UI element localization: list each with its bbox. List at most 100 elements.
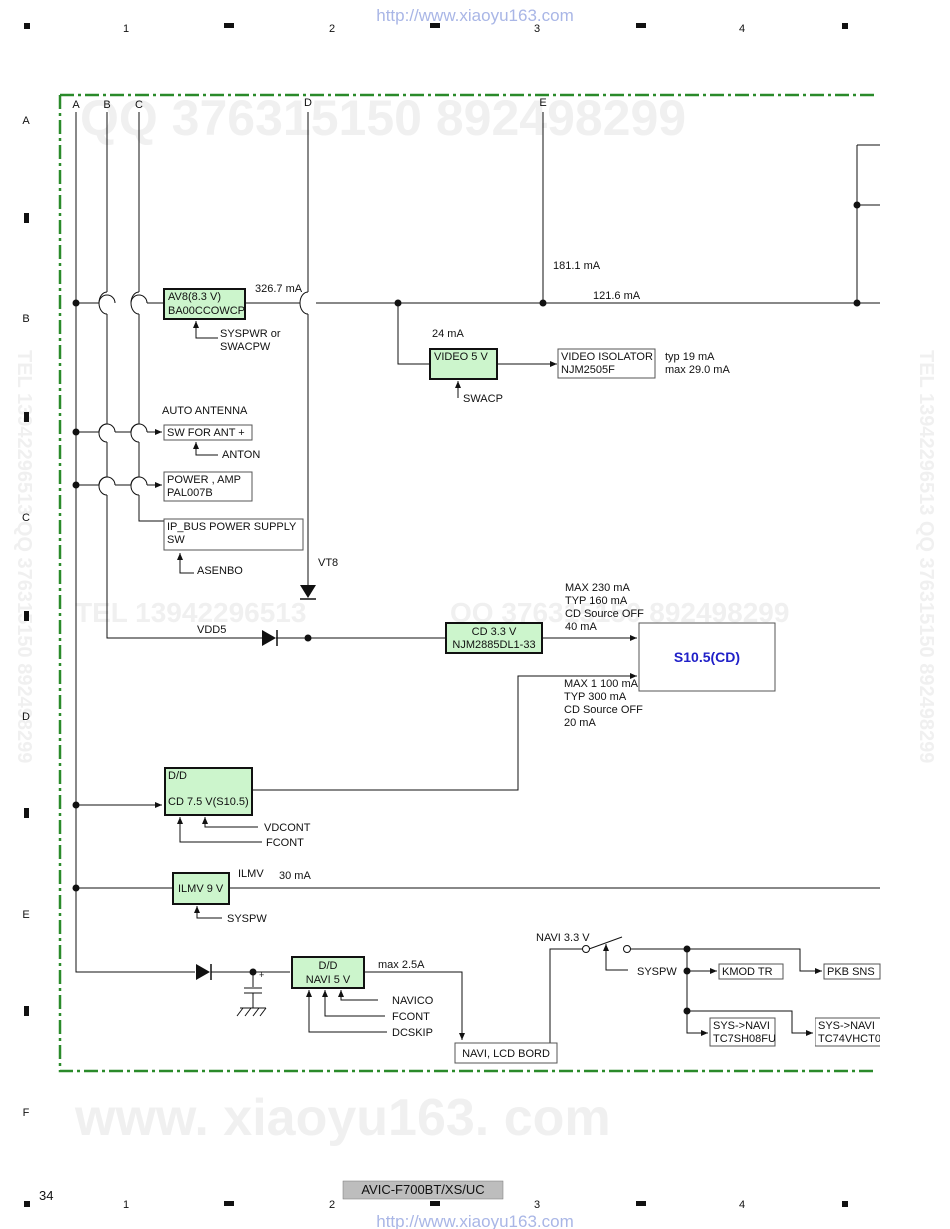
label-syspw-1: SYSPW — [227, 913, 267, 925]
col-label-bottom-2: 2 — [329, 1199, 335, 1211]
watermark-tel: TEL 13942296513 — [75, 597, 306, 628]
block-video-isolator: VIDEO ISOLATOR NJM2505F — [557, 348, 656, 379]
bus-label-b: B — [103, 99, 110, 111]
label-ilmv: ILMV — [238, 868, 264, 880]
label-cd-40: 40 mA — [565, 621, 597, 633]
watermark-qq: QQ 376315150 892498299 — [80, 90, 686, 146]
label-syspwr-2: SWACPW — [220, 341, 271, 353]
label-i-av8: 326.7 mA — [255, 283, 303, 295]
col-label-bottom-3: 3 — [534, 1199, 540, 1211]
block-pkb: PKB SNS — [823, 963, 881, 980]
block-kmod-line1: KMOD TR — [722, 966, 773, 978]
block-pkb-line1: PKB SNS — [827, 966, 875, 978]
block-ipbus-line1: IP_BUS POWER SUPPLY — [167, 521, 297, 533]
wires — [75, 112, 880, 1043]
model-badge — [342, 1180, 504, 1200]
block-s105: S10.5(CD) — [638, 622, 776, 692]
switch-contact-right — [623, 945, 631, 953]
block-ipbus-line2: SW — [167, 534, 185, 546]
border-marks — [24, 23, 848, 1207]
block-navi5: D/D NAVI 5 V — [291, 956, 365, 989]
label-typ19: typ 19 mA — [665, 351, 715, 363]
label-i-ilmv: 30 mA — [279, 870, 311, 882]
label-syspw-2: SYSPW — [637, 966, 677, 978]
block-video5-line1: VIDEO 5 V — [434, 351, 488, 363]
row-label-c: C — [22, 512, 30, 524]
label-auto-antenna: AUTO ANTENNA — [162, 405, 248, 417]
label-fcont-2: FCONT — [392, 1011, 430, 1023]
bus-label-a: A — [72, 99, 80, 111]
label-anton: ANTON — [222, 449, 260, 461]
block-sys2-line2: TC74VHCT08 — [818, 1033, 887, 1045]
label-fcont-1: FCONT — [266, 837, 304, 849]
block-video5: VIDEO 5 V — [429, 348, 498, 380]
label-cd-off-2: CD Source OFF — [564, 704, 643, 716]
col-label-top-4: 4 — [739, 23, 745, 35]
diode-navi-icon — [196, 964, 212, 980]
model-name: AVIC-F700BT/XS/UC — [361, 1182, 484, 1197]
col-label-bottom-1: 1 — [123, 1199, 129, 1211]
junction-dots — [72, 201, 861, 1015]
block-navi-lcd: NAVI, LCD BORD — [454, 1042, 558, 1064]
col-label-top-3: 3 — [534, 23, 540, 35]
label-i-video: 24 mA — [432, 328, 464, 340]
block-navi5-line1: D/D — [319, 960, 338, 972]
row-label-e: E — [22, 909, 29, 921]
block-av8: AV8(8.3 V) BA00CCOWCP — [163, 288, 246, 320]
capacitor-plus: + — [259, 970, 264, 980]
block-sw-ant-line1: SW FOR ANT + — [167, 427, 245, 439]
row-label-d: D — [22, 711, 30, 723]
label-max25: max 2.5A — [378, 959, 425, 971]
col-label-bottom-4: 4 — [739, 1199, 745, 1211]
page-number: 34 — [39, 1188, 53, 1203]
label-syspwr-1: SYSPWR or — [220, 328, 281, 340]
block-sys1: SYS->NAVI TC7SH08FU — [709, 1017, 776, 1047]
label-navi33: NAVI 3.3 V — [536, 932, 590, 944]
label-vdd5: VDD5 — [197, 624, 226, 636]
block-kmod: KMOD TR — [718, 963, 784, 980]
label-vt8: VT8 — [318, 557, 338, 569]
label-cd-typ300: TYP 300 mA — [564, 691, 627, 703]
block-sys1-line1: SYS->NAVI — [713, 1020, 770, 1032]
label-swacp: SWACP — [463, 393, 503, 405]
block-av8-line1: AV8(8.3 V) — [168, 291, 221, 303]
block-ilmv9: ILMV 9 V — [172, 872, 230, 905]
section-boundary — [58, 93, 875, 1073]
label-i-b: 121.6 mA — [593, 290, 641, 302]
label-max29: max 29.0 mA — [665, 364, 730, 376]
block-navi-lcd-line1: NAVI, LCD BORD — [462, 1048, 550, 1060]
block-dd75-line1: D/D — [168, 770, 187, 782]
block-sw-ant: SW FOR ANT + — [163, 424, 253, 441]
bus-label-c: C — [135, 99, 143, 111]
bus-label-d: D — [304, 97, 312, 109]
row-label-b: B — [22, 313, 29, 325]
block-av8-line2: BA00CCOWCP — [168, 305, 245, 317]
block-dd75-line2: CD 7.5 V(S10.5) — [168, 796, 249, 808]
label-i-e: 181.1 mA — [553, 260, 601, 272]
block-ilmv9-line1: ILMV 9 V — [178, 883, 224, 895]
footer-url: http://www.xiaoyu163.com — [376, 1212, 573, 1229]
bus-label-e: E — [539, 97, 546, 109]
block-cd33-line2: NJM2885DL1-33 — [452, 639, 535, 651]
block-power-amp-line2: PAL007B — [167, 487, 213, 499]
label-cd-typ160: TYP 160 mA — [565, 595, 628, 607]
diode-vdd5-icon — [262, 630, 278, 646]
label-cd-off-1: CD Source OFF — [565, 608, 644, 620]
block-video-isolator-line1: VIDEO ISOLATOR — [561, 351, 653, 363]
block-s105-line1: S10.5(CD) — [674, 649, 740, 665]
block-sys1-line2: TC7SH08FU — [713, 1033, 776, 1045]
label-dcskip: DCSKIP — [392, 1027, 433, 1039]
block-ipbus: IP_BUS POWER SUPPLY SW — [163, 518, 304, 551]
watermark-site: www. xiaoyu163. com — [74, 1089, 611, 1147]
block-cd33-line1: CD 3.3 V — [472, 626, 517, 638]
label-asenbo: ASENBO — [197, 565, 243, 577]
block-sys2-line1: SYS->NAVI — [818, 1020, 875, 1032]
block-video-isolator-line2: NJM2505F — [561, 364, 615, 376]
label-cd-max230: MAX 230 mA — [565, 582, 630, 594]
label-navico: NAVICO — [392, 995, 434, 1007]
label-vdcont: VDCONT — [264, 822, 311, 834]
label-cd-20: 20 mA — [564, 717, 596, 729]
row-label-a: A — [22, 115, 30, 127]
diode-vt8-icon — [300, 585, 316, 600]
